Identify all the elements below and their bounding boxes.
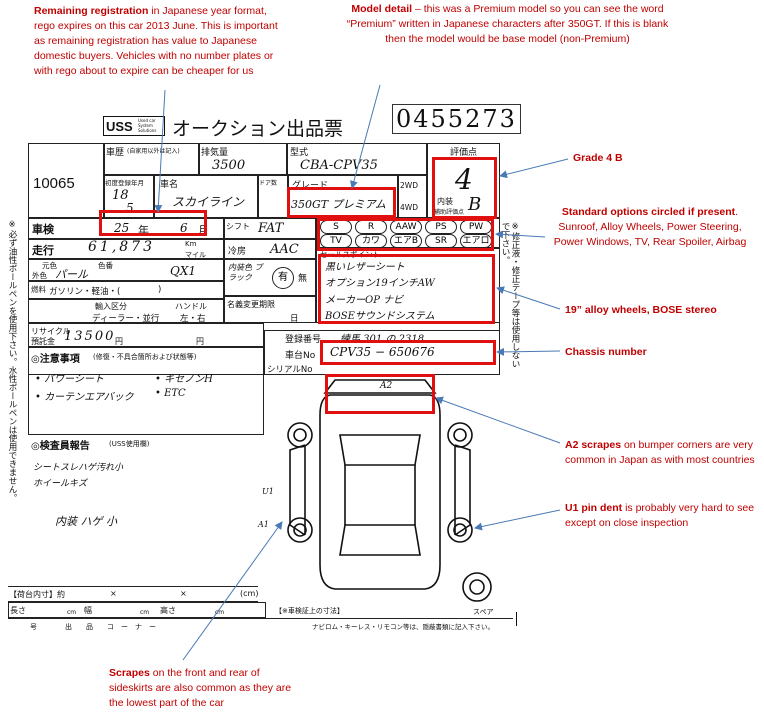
- highlight-registration: [99, 210, 207, 236]
- interior-color: 内装色 ブラック: [228, 263, 263, 282]
- damage-u1: U1: [262, 487, 274, 496]
- caution-2: • キセノンH: [155, 374, 213, 385]
- text-cursor: [516, 612, 517, 626]
- note-grade: Grade 4 B: [573, 152, 623, 164]
- sales-point-2: オプション19インチAW: [325, 278, 435, 289]
- highlight-chassis: [320, 340, 496, 365]
- damage-a1: A1: [258, 520, 269, 529]
- caution-3: • カーテンエアバック: [35, 392, 134, 403]
- highlight-sales-points: [318, 254, 495, 324]
- mileage-value: 61,873: [88, 239, 155, 255]
- highlight-score: [432, 157, 497, 219]
- displacement-value: 3500: [212, 158, 246, 173]
- reg-number-value: 練馬 301 の 2318: [340, 334, 425, 345]
- note-u1-dent: U1 pin dent is probably very hard to see…: [565, 502, 755, 529]
- inspector-note-1: シートスレハゲ汚れ小: [33, 463, 124, 473]
- left-side-warning: ※必ず油性ボールペンを使用下さい。水性ボールペンは使用できません。: [7, 220, 17, 502]
- sheet-title: オークション出品票: [172, 118, 344, 140]
- sales-point-1: 黒いレザーシート: [325, 262, 405, 273]
- caution-1: • パワーシート: [35, 374, 104, 385]
- note-registration: Remaining registration in Japanese year …: [34, 5, 278, 77]
- highlight-options: [317, 218, 494, 251]
- score-value: 4: [455, 163, 473, 196]
- insp-month-value: 6: [180, 221, 188, 235]
- right-side-warning: ※修正液・修正テープ等は使用しないで下さい。: [500, 222, 520, 368]
- note-model-detail: Model detail – this was a Premium model …: [346, 3, 669, 45]
- shift-value: FAT: [258, 221, 284, 236]
- lot-number: 10065: [33, 175, 75, 192]
- note-sideskirt-scrapes: Scrapes on the front and rear of sideski…: [109, 667, 292, 709]
- sheet-number: 0455273: [392, 104, 521, 134]
- sales-point-3: メーカーOP ナビ: [325, 295, 404, 306]
- inspector-note-3: 内装 ハゲ 小: [55, 515, 117, 528]
- first-reg-year: 18: [112, 188, 129, 203]
- option-5: TV: [320, 234, 352, 248]
- chassis-value: CPV35 − 650676: [330, 345, 435, 359]
- option-6: カワ: [355, 234, 387, 248]
- recycle-amount: 13500: [64, 329, 116, 344]
- ac-value: AAC: [270, 242, 299, 257]
- car-name-value: スカイライン: [172, 195, 245, 209]
- insp-year-value: 25: [114, 221, 130, 235]
- interior-score-value: B: [468, 194, 482, 215]
- first-reg-month: 5: [126, 201, 134, 215]
- caution-4: • ETC: [155, 388, 186, 399]
- highlight-a2: [325, 374, 435, 414]
- damage-a2: A2: [380, 381, 393, 391]
- inspector-note-2: ホイールキズ: [33, 479, 88, 489]
- car-damage-diagram: [287, 379, 492, 602]
- note-chassis: Chassis number: [565, 346, 647, 358]
- option-7: エアB: [390, 234, 422, 248]
- owner-manual-yes: 有: [272, 267, 294, 289]
- sales-point-4: BOSEサウンドシステム: [325, 311, 435, 322]
- note-a2-scrapes: A2 scrapes on bumper corners are very co…: [565, 439, 755, 466]
- note-wheels-bose: 19” alloy wheels, BOSE stereo: [565, 304, 717, 316]
- color-no-value: QX1: [170, 264, 197, 278]
- highlight-grade-model: [287, 187, 396, 218]
- option-8: SR: [425, 234, 457, 248]
- note-options: Standard options circled if present. Sun…: [553, 206, 747, 248]
- spare-label: スペア: [473, 608, 494, 616]
- grade-value: 350GT プレミアム: [291, 198, 386, 211]
- color-value: パール: [55, 268, 88, 281]
- model-type-value: CBA-CPV35: [300, 158, 378, 173]
- uss-logo: USS Used car System Solutions: [103, 116, 165, 136]
